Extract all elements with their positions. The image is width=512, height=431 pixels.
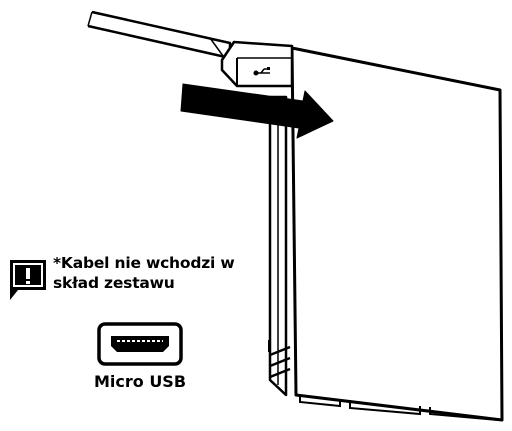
cable-not-included-note: *Kabel nie wchodzi w skład zestawu bbox=[53, 253, 258, 293]
warning-note-icon bbox=[10, 260, 46, 300]
usb-plug bbox=[220, 40, 294, 88]
usb-cable bbox=[87, 10, 232, 61]
note-line-1: *Kabel nie wchodzi w bbox=[53, 254, 235, 272]
note-line-2: skład zestawu bbox=[53, 274, 175, 292]
micro-usb-label: Micro USB bbox=[93, 372, 187, 391]
insert-arrow-icon bbox=[180, 83, 334, 139]
device-body bbox=[268, 44, 504, 422]
micro-usb-port-icon bbox=[97, 322, 183, 366]
usb-symbol-icon bbox=[253, 67, 270, 76]
